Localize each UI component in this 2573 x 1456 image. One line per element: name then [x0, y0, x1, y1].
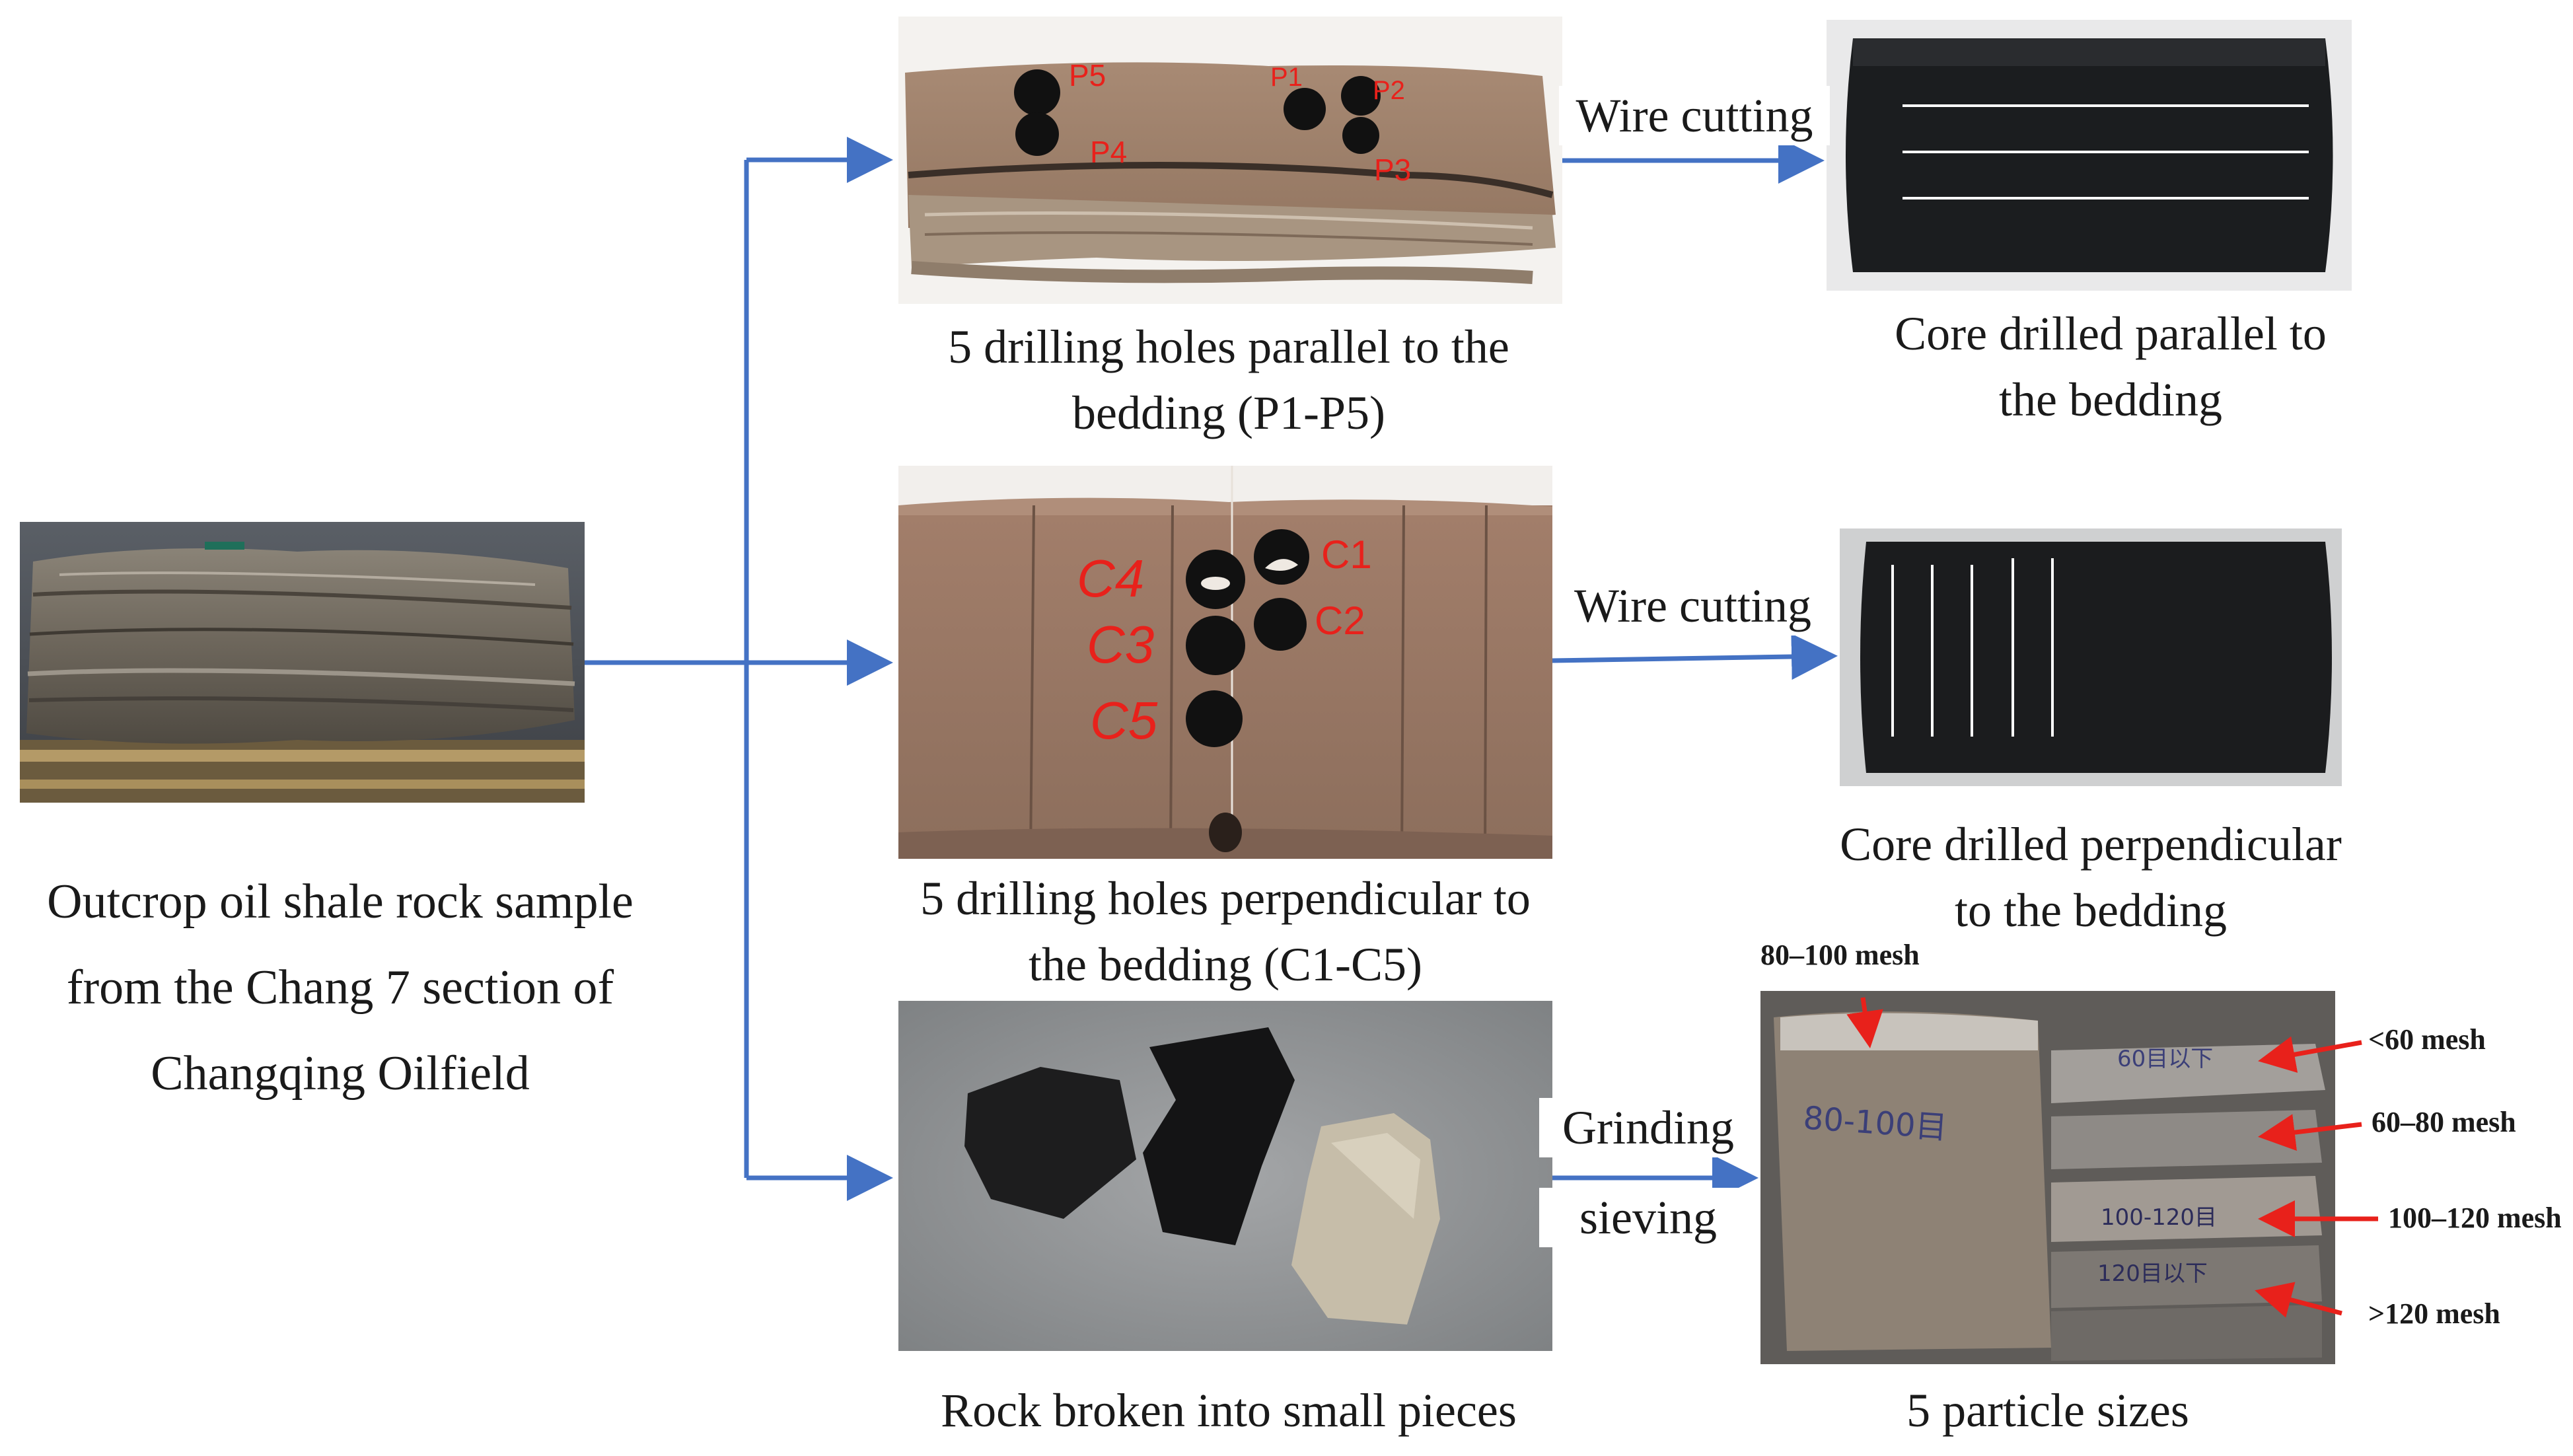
mesh-label-lt60: <60 mesh [2368, 1023, 2486, 1056]
perpendicular-drilling-photo: C4 C3 C5 C1 C2 [898, 466, 1552, 859]
hole-label-c5: C5 [1090, 691, 1158, 750]
red-arrow-lt60 [2258, 1036, 2362, 1073]
parallel-core-caption: Core drilled parallel to the bedding [1784, 301, 2438, 433]
outcrop-rock-photo [20, 522, 585, 803]
parallel-core-caption-line-2: the bedding [1999, 373, 2222, 426]
mesh-label-60-80: 60–80 mesh [2372, 1106, 2516, 1138]
parallel-holes-caption-line-1: 5 drilling holes parallel to the [948, 320, 1509, 373]
red-arrow-gt120 [2255, 1282, 2342, 1318]
perpendicular-holes-caption: 5 drilling holes perpendicular to the be… [813, 865, 1638, 998]
perpendicular-holes-caption-line-1: 5 drilling holes perpendicular to [920, 872, 1531, 925]
hole-label-p5: P5 [1069, 58, 1106, 92]
parallel-drilling-photo: P5 P4 P1 P2 P3 [898, 17, 1562, 304]
parallel-core-photo [1827, 20, 2352, 291]
bag-label-100-120: 100-120目 [2101, 1204, 2218, 1231]
broken-rock-caption: Rock broken into small pieces [941, 1384, 1517, 1437]
bag-label-lt60: 60目以下 [2117, 1046, 2214, 1072]
bag-label-gt120: 120目以下 [2097, 1260, 2208, 1287]
hole-label-p3: P3 [1374, 153, 1412, 187]
hole-label-c2: C2 [1315, 599, 1365, 643]
red-arrow-60-80 [2258, 1114, 2362, 1151]
parallel-holes-caption-line-2: bedding (P1-P5) [1072, 386, 1385, 439]
wire-cutting-label-2: Wire cutting [1556, 576, 1830, 636]
source-caption-line-2: from the Chang 7 section of [66, 961, 614, 1015]
arrow-to-perpendicular-core [1552, 634, 1838, 680]
hole-label-c3: C3 [1087, 615, 1155, 674]
hole-label-p4: P4 [1090, 135, 1128, 169]
perpendicular-core-photo [1840, 528, 2342, 786]
perpendicular-core-caption-line-1: Core drilled perpendicular [1840, 818, 2342, 871]
branch-connector [585, 160, 749, 1178]
sieving-label: sieving [1539, 1188, 1757, 1247]
perpendicular-core-caption: Core drilled perpendicular to the beddin… [1731, 811, 2451, 943]
wire-cutting-label-1: Wire cutting [1559, 86, 1830, 145]
mesh-label-gt120: >120 mesh [2368, 1297, 2500, 1330]
parallel-core-caption-line-1: Core drilled parallel to [1895, 307, 2327, 360]
hole-label-c4: C4 [1077, 549, 1145, 608]
hole-label-p1: P1 [1270, 63, 1303, 92]
particle-sizes-caption: 5 particle sizes [1906, 1384, 2189, 1437]
hole-label-c1: C1 [1321, 532, 1372, 577]
perpendicular-holes-caption-line-2: the bedding (C1-C5) [1029, 938, 1422, 991]
perpendicular-core-caption-line-2: to the bedding [1955, 884, 2227, 937]
source-caption-line-3: Changqing Oilfield [151, 1046, 530, 1101]
source-caption-line-1: Outcrop oil shale rock sample [47, 875, 634, 929]
grinding-label: Grinding [1539, 1098, 1757, 1157]
red-arrow-80-100 [1846, 997, 1883, 1048]
broken-rock-photo [898, 1001, 1552, 1351]
parallel-holes-caption: 5 drilling holes parallel to the bedding… [832, 314, 1625, 446]
hole-label-p2: P2 [1373, 76, 1405, 105]
mesh-label-80-100: 80–100 mesh [1760, 939, 1920, 971]
source-caption: Outcrop oil shale rock sample from the C… [0, 859, 680, 1116]
mesh-label-100-120: 100–120 mesh [2388, 1202, 2562, 1234]
particle-sizes-photo: 80-100目 60目以下 100-120目 120目以下 [1760, 991, 2335, 1364]
